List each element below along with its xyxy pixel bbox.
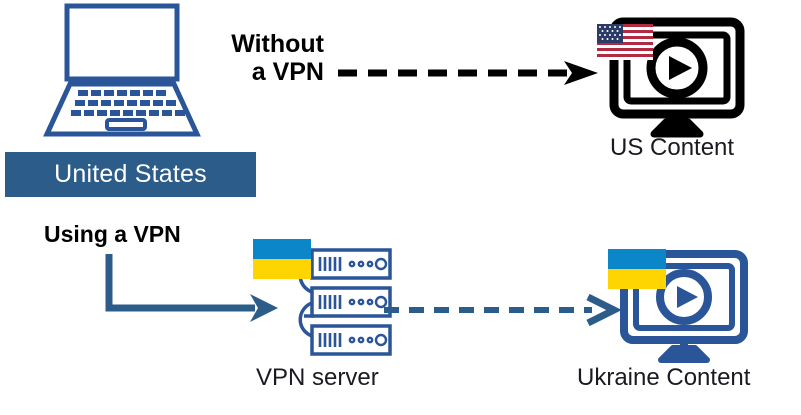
vpn-server-label: VPN server (256, 364, 379, 391)
ukraine-flag-icon (608, 249, 666, 289)
dashed-arrow-icon (336, 58, 604, 88)
using-vpn-label: Using a VPN (44, 221, 181, 247)
us-content-label: US Content (610, 134, 735, 161)
us-content-monitor-icon (600, 17, 760, 138)
us-flag-icon (597, 24, 653, 60)
laptop-icon (43, 2, 202, 142)
dashed-arrow-blue-icon (382, 293, 622, 327)
ukraine-content-monitor-icon (612, 250, 762, 363)
ukraine-content-label: Ukraine Content (577, 364, 751, 391)
without-vpn-label: Without a VPN (231, 30, 324, 86)
united-states-banner: United States (5, 152, 256, 197)
ukraine-flag-icon (253, 239, 311, 279)
united-states-label: United States (54, 160, 207, 188)
elbow-arrow-icon (100, 252, 285, 322)
